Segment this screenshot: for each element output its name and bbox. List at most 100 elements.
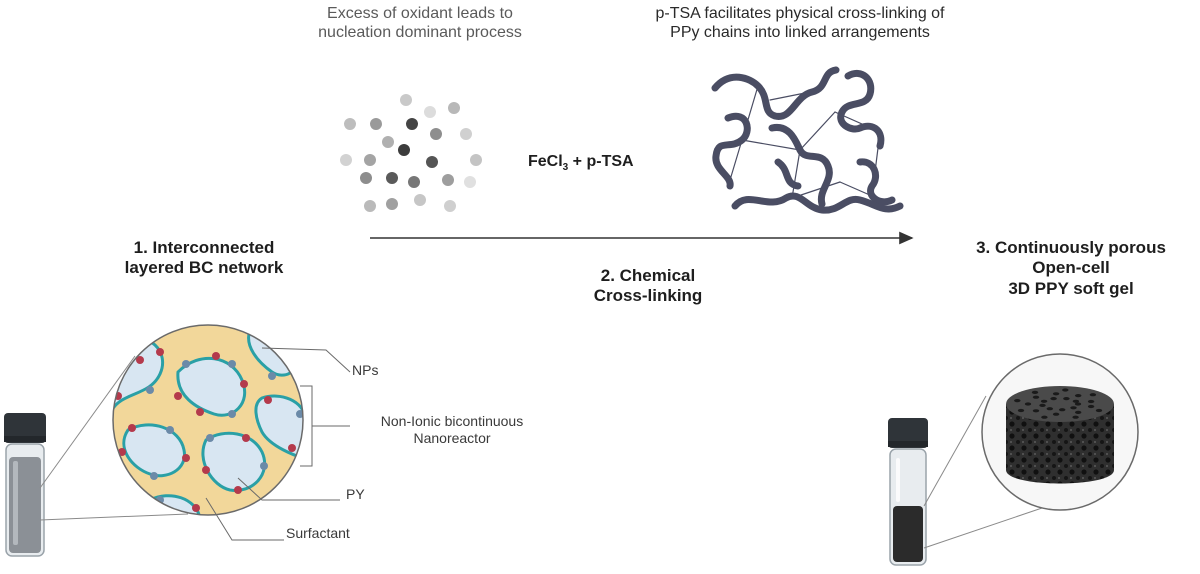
crosslink-caption-line: p-TSA facilitates physical cross-linking… [655, 5, 945, 22]
gel-pore [1062, 388, 1069, 392]
nanoparticle-dot [398, 144, 410, 156]
gel-pore [1024, 402, 1032, 406]
nanoparticle-dot [364, 200, 376, 212]
nanoparticle-dot [364, 154, 376, 166]
py-particle [228, 410, 236, 418]
nanoreactor-zoom-circle [100, 324, 304, 516]
py-particle [128, 424, 136, 432]
crosslink-caption-line: PPy chains into linked arrangements [670, 24, 930, 42]
nanoparticle-dot [360, 172, 372, 184]
py-particle [100, 376, 108, 384]
nanoparticle-dot [442, 174, 454, 186]
callout-lines [205, 347, 351, 541]
nucleation-caption-line: Excess of oxidant leads to [327, 5, 513, 22]
nanoparticle-dot [382, 136, 394, 148]
gel-pore [1074, 402, 1082, 406]
py-particle [146, 386, 154, 394]
gel-pore [1075, 410, 1082, 414]
nanoparticle-dot [448, 102, 460, 114]
reagent-prefix: FeCl [528, 153, 563, 170]
py-particle [268, 372, 276, 380]
py-particle [288, 444, 296, 452]
nps-label: NPs [352, 362, 379, 378]
step1-line: 1. Interconnected [133, 238, 275, 257]
step2-line: Cross-linking [593, 286, 703, 306]
nanoparticle-dot [426, 156, 438, 168]
py-particle [192, 504, 200, 512]
gel-pore [1087, 404, 1095, 409]
py-particle [264, 396, 272, 404]
nanoreactor-line: Nanoreactor [413, 429, 491, 446]
gel-pore [1089, 393, 1097, 397]
nanoparticle-dot [386, 172, 398, 184]
nucleation-caption: Excess of oxidant leads to nucleation do… [318, 4, 522, 42]
gel-pore [1040, 399, 1048, 403]
py-label: PY [346, 486, 365, 502]
nanoparticle-dot [370, 118, 382, 130]
gel-pore [1052, 392, 1060, 396]
crosslink-caption: p-TSA facilitates physical cross-linking… [656, 4, 945, 42]
gel-pore [1031, 390, 1039, 394]
py-particle [136, 356, 144, 364]
step3-line: 3D PPY soft gel [1008, 278, 1134, 298]
py-particle [150, 472, 158, 480]
zoom-line [39, 513, 189, 521]
nanoreactor-label: Non-Ionic bicontinuous Nanoreactor [381, 413, 523, 447]
gel-pore [1046, 407, 1054, 411]
porous-gel-zoom-circle [981, 353, 1139, 511]
step1-line: layered BC network [124, 258, 284, 278]
step1-title: 1. Interconnected layered BC network [125, 238, 284, 279]
gel-pore [1032, 409, 1040, 413]
py-particle [182, 360, 190, 368]
py-particle [228, 360, 236, 368]
py-particle [240, 380, 248, 388]
reagent-subscript: 3 [562, 162, 569, 174]
nanoparticle-dot [470, 154, 482, 166]
gel-pore [1095, 408, 1103, 413]
gel-pore [1050, 397, 1057, 401]
nanoparticle-dot [386, 198, 398, 210]
nucleation-caption-line: nucleation dominant process [318, 24, 522, 42]
gel-pore [1052, 412, 1060, 416]
py-particle [202, 466, 210, 474]
vial-icon-left [4, 413, 46, 557]
py-particle [206, 434, 214, 442]
nanoparticle-dot [406, 118, 418, 130]
gel-pore [1072, 399, 1080, 403]
zoom-line [39, 355, 136, 489]
gel-pore [1017, 408, 1025, 413]
zoom-line [923, 507, 1043, 549]
gel-pore [1014, 399, 1021, 403]
py-particle [182, 454, 190, 462]
py-particle [174, 392, 182, 400]
zoom-line [923, 395, 987, 507]
nanoparticle-dot [464, 176, 476, 188]
ppy-network-icon [711, 66, 904, 214]
py-particle [242, 434, 250, 442]
nanoparticle-dot [340, 154, 352, 166]
py-particle [212, 352, 220, 360]
gel-pore [1041, 415, 1048, 419]
reagent-label: FeCl3 + p-TSA [528, 152, 634, 174]
py-particle [234, 486, 242, 494]
step3-line: 3. Continuously porous [976, 238, 1166, 257]
surfactant-label: Surfactant [286, 525, 350, 541]
nanoparticle-dot [414, 194, 426, 206]
nanoparticle-dot [424, 106, 436, 118]
nanoparticle-dot [408, 176, 420, 188]
nanoparticle-dot [344, 118, 356, 130]
nanoreactor-line: Non-Ionic bicontinuous [380, 413, 524, 429]
py-particle [196, 408, 204, 416]
step3-title: 3. Continuously porous Open-cell 3D PPY … [976, 238, 1166, 299]
gel-pore [1039, 403, 1046, 407]
reagent-suffix: + p-TSA [568, 153, 634, 170]
py-particle [156, 348, 164, 356]
nanoparticle-cluster [340, 94, 482, 212]
py-particle [260, 462, 268, 470]
nanoparticle-dot [460, 128, 472, 140]
gel-pore [1072, 415, 1079, 419]
step2-line: 2. Chemical [600, 266, 696, 285]
gel-top-pores [1014, 388, 1103, 419]
gel-pore [1059, 408, 1066, 412]
